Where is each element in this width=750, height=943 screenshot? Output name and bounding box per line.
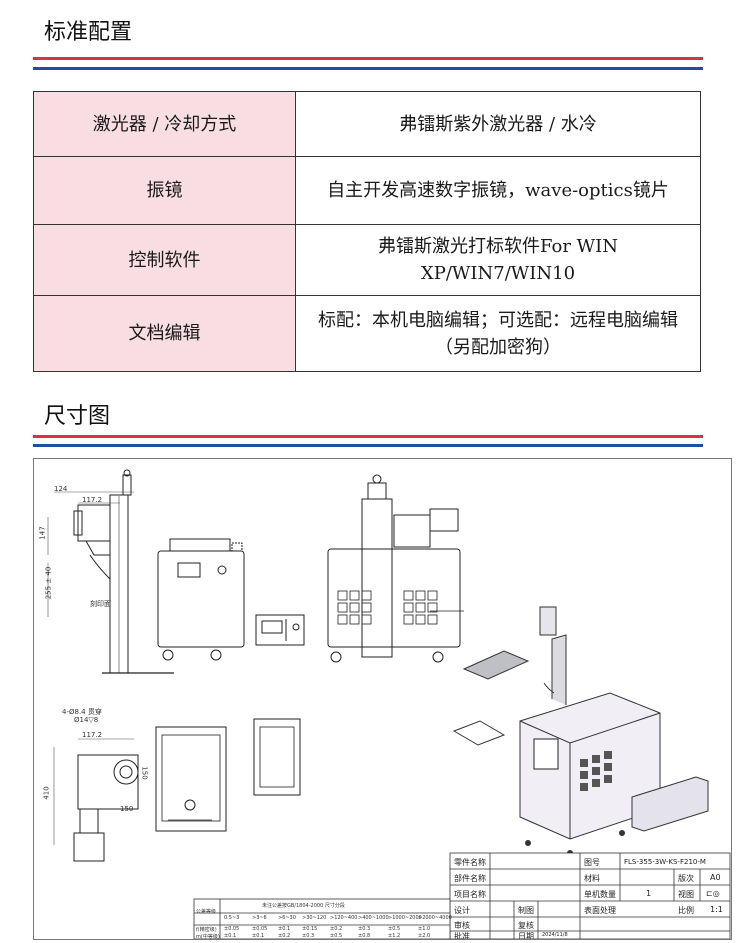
blue-divider bbox=[33, 67, 703, 70]
chiller-front-view bbox=[157, 538, 245, 661]
range-5: >400~1000 bbox=[358, 915, 389, 921]
tolerance-cell: ±0.15 bbox=[302, 926, 318, 932]
projection-icon: ⊏◎ bbox=[706, 889, 720, 898]
holes-label: 4-Ø8.4 贯穿 bbox=[62, 708, 102, 716]
date-label: 日期 bbox=[518, 932, 534, 940]
dim-150-horizontal: 150 bbox=[120, 805, 134, 813]
red-divider bbox=[33, 57, 703, 60]
range-1: >3~6 bbox=[252, 915, 267, 921]
blue-divider bbox=[33, 444, 703, 447]
laser-source-side-view bbox=[253, 718, 301, 796]
spec-key: 控制软件 bbox=[33, 224, 296, 296]
red-divider bbox=[33, 435, 703, 438]
range-2: >6~30 bbox=[278, 915, 296, 921]
tolerance-cell: ±0.8 bbox=[358, 933, 371, 939]
date-value: 2024/11/8 bbox=[542, 932, 568, 938]
dim-410: 410 bbox=[42, 786, 51, 800]
iso-view bbox=[452, 606, 709, 856]
chiller-top-view bbox=[155, 726, 227, 832]
dim-124: 124 bbox=[54, 485, 68, 493]
surface-label: 表面处理 bbox=[584, 906, 616, 915]
tolerance-cell: ±0.3 bbox=[302, 933, 315, 939]
table-row: 激光器 / 冷却方式 弗镭斯紫外激光器 / 水冷 bbox=[33, 91, 701, 157]
dim-150-vertical: 150 bbox=[140, 766, 149, 780]
spec-key: 激光器 / 冷却方式 bbox=[33, 91, 296, 157]
dims-section-title: 尺寸图 bbox=[44, 404, 111, 429]
tolerance-cell: ±0.2 bbox=[278, 933, 291, 939]
scale-value: 1:1 bbox=[710, 905, 723, 914]
quantity-value: 1 bbox=[646, 889, 652, 898]
tolerance-grade-label: 公差等级 bbox=[196, 909, 217, 915]
component-name-label: 部件名称 bbox=[454, 874, 486, 883]
counterbore-label: Ø14▽8 bbox=[74, 716, 99, 724]
tolerance-cell: ±0.05 bbox=[224, 926, 240, 932]
range-7: >2000~4000 bbox=[418, 915, 452, 921]
tolerance-cell: ±0.5 bbox=[330, 933, 343, 939]
tolerance-cell: ±1.2 bbox=[388, 933, 401, 939]
drawing-no-value: FLS-355-3W-KS-F210-M bbox=[624, 858, 706, 866]
tolerance-cell: ±0.1 bbox=[224, 933, 237, 939]
spec-table: 激光器 / 冷却方式 弗镭斯紫外激光器 / 水冷 振镜 自主开发高速数字振镜，w… bbox=[33, 91, 701, 372]
side-view bbox=[47, 469, 174, 674]
dimension-drawing: 124 117.2 147 255 ± 40 刻印面 4-Ø8.4 贯穿 Ø14… bbox=[33, 458, 732, 940]
part-name-label: 零件名称 bbox=[454, 858, 486, 867]
tolerance-cell: ±0.1 bbox=[252, 933, 265, 939]
project-name-label: 项目名称 bbox=[454, 890, 486, 899]
spec-value: 弗镭斯紫外激光器 / 水冷 bbox=[295, 91, 701, 157]
front-view bbox=[327, 474, 464, 663]
spec-value: 标配：本机电脑编辑；可选配：远程电脑编辑（另配加密狗） bbox=[295, 295, 701, 372]
tolerance-cell: ±0.05 bbox=[252, 926, 268, 932]
version-value: A0 bbox=[710, 873, 721, 882]
tolerance-row-label: m(中等级) bbox=[196, 934, 220, 940]
design-label: 设计 bbox=[454, 906, 470, 915]
approve-label: 批准 bbox=[454, 932, 470, 940]
title-block-grid bbox=[193, 852, 731, 939]
scale-label: 比例 bbox=[678, 906, 694, 915]
tolerance-cell: ±0.5 bbox=[388, 926, 401, 932]
review-label: 审核 bbox=[454, 921, 470, 930]
dim-117-2-side: 117.2 bbox=[82, 496, 103, 504]
table-row: 振镜 自主开发高速数字振镜，wave-optics镜片 bbox=[33, 156, 701, 225]
check-label: 复核 bbox=[518, 921, 534, 930]
top-view bbox=[53, 738, 139, 862]
spec-value: 弗镭斯激光打标软件For WIN XP/WIN7/WIN10 bbox=[295, 224, 701, 296]
draw-label: 制图 bbox=[518, 906, 534, 915]
spec-key: 文档编辑 bbox=[33, 295, 296, 372]
spec-value: 自主开发高速数字振镜，wave-optics镜片 bbox=[295, 156, 701, 225]
tolerance-cell: ±2.0 bbox=[418, 933, 431, 939]
drawing-no-label: 图号 bbox=[584, 858, 600, 867]
tolerance-row-label: f(精密级) bbox=[196, 927, 217, 933]
quantity-label: 单机数量 bbox=[584, 890, 616, 899]
tolerance-cell: ±0.2 bbox=[330, 926, 343, 932]
tolerance-cell: ±0.3 bbox=[358, 926, 371, 932]
view-label: 视图 bbox=[678, 890, 694, 899]
range-6: >1000~2000 bbox=[388, 915, 422, 921]
tolerance-cell: ±0.1 bbox=[278, 926, 291, 932]
laser-source-view bbox=[255, 614, 305, 646]
table-row: 文档编辑 标配：本机电脑编辑；可选配：远程电脑编辑（另配加密狗） bbox=[33, 295, 701, 372]
range-3: >30~120 bbox=[302, 915, 327, 921]
table-row: 控制软件 弗镭斯激光打标软件For WIN XP/WIN7/WIN10 bbox=[33, 224, 701, 296]
worktable-label: 刻印面 bbox=[90, 600, 111, 608]
tolerance-cell: ±1.0 bbox=[418, 926, 431, 932]
spec-key: 振镜 bbox=[33, 156, 296, 225]
machine-drawing-svg bbox=[47, 469, 731, 939]
dim-117-2-top: 117.2 bbox=[82, 731, 103, 739]
version-label: 版次 bbox=[678, 874, 694, 883]
config-section-title: 标准配置 bbox=[44, 20, 133, 45]
dim-255: 255 ± 40 bbox=[44, 566, 53, 600]
dim-147: 147 bbox=[38, 526, 47, 540]
material-label: 材料 bbox=[584, 874, 600, 883]
tolerance-title: 未注公差按GB/1804-2000 尺寸分段 bbox=[262, 903, 345, 909]
range-4: >120~400 bbox=[330, 915, 358, 921]
range-0: 0.5~3 bbox=[224, 915, 240, 921]
